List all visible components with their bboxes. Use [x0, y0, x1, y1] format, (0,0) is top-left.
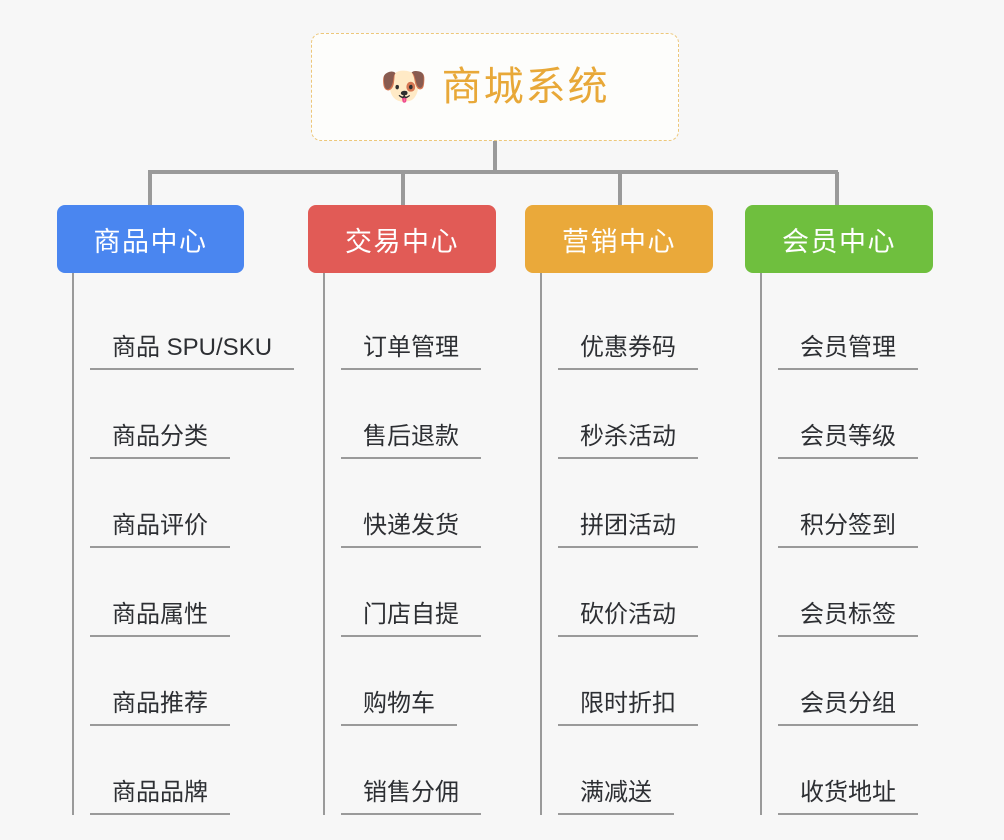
list-item[interactable]: 商品属性 [90, 548, 294, 637]
branch-marketing-center: 营销中心 优惠券码 秒杀活动 拼团活动 砍价活动 限时折扣 满减送 [525, 205, 713, 815]
list-item[interactable]: 售后退款 [341, 370, 496, 459]
list-item[interactable]: 商品分类 [90, 370, 294, 459]
list-item[interactable]: 会员分组 [778, 637, 933, 726]
leaf-label: 满减送 [558, 778, 674, 815]
leaf-label: 商品评价 [90, 511, 230, 548]
list-item[interactable]: 秒杀活动 [558, 370, 713, 459]
leaf-label: 秒杀活动 [558, 422, 698, 459]
list-item[interactable]: 购物车 [341, 637, 496, 726]
leaf-label: 售后退款 [341, 422, 481, 459]
leaf-label: 商品品牌 [90, 778, 230, 815]
list-item[interactable]: 会员管理 [778, 281, 933, 370]
list-item[interactable]: 满减送 [558, 726, 713, 815]
branch-trade-center: 交易中心 订单管理 售后退款 快递发货 门店自提 购物车 销售分佣 [308, 205, 496, 815]
list-item[interactable]: 积分签到 [778, 459, 933, 548]
branch-product-center: 商品中心 商品 SPU/SKU 商品分类 商品评价 商品属性 商品推荐 商品品牌 [57, 205, 295, 815]
branch-header-label: 商品中心 [93, 226, 208, 257]
root-node[interactable]: 🐶 商城系统 [311, 33, 679, 141]
list-item[interactable]: 拼团活动 [558, 459, 713, 548]
leaf-list-3: 会员管理 会员等级 积分签到 会员标签 会员分组 收货地址 [760, 273, 933, 815]
leaf-label: 优惠券码 [558, 333, 698, 370]
leaf-list-2: 优惠券码 秒杀活动 拼团活动 砍价活动 限时折扣 满减送 [540, 273, 713, 815]
list-item[interactable]: 砍价活动 [558, 548, 713, 637]
leaf-label: 会员分组 [778, 689, 918, 726]
branch-header-label: 营销中心 [562, 226, 676, 257]
list-item[interactable]: 限时折扣 [558, 637, 713, 726]
leaf-label: 拼团活动 [558, 511, 698, 548]
leaf-label: 商品分类 [90, 422, 230, 459]
branch-header-3[interactable]: 会员中心 [745, 205, 933, 273]
list-item[interactable]: 商品 SPU/SKU [90, 281, 295, 370]
list-item[interactable]: 门店自提 [341, 548, 496, 637]
leaf-label: 商品 SPU/SKU [90, 333, 295, 370]
leaf-label: 门店自提 [341, 600, 481, 637]
list-item[interactable]: 会员标签 [778, 548, 933, 637]
leaf-list-0: 商品 SPU/SKU 商品分类 商品评价 商品属性 商品推荐 商品品牌 [72, 273, 295, 815]
list-item[interactable]: 销售分佣 [341, 726, 496, 815]
leaf-label: 快递发货 [341, 511, 481, 548]
list-item[interactable]: 订单管理 [341, 281, 496, 370]
list-item[interactable]: 优惠券码 [558, 281, 713, 370]
leaf-label: 商品属性 [90, 600, 230, 637]
branch-header-0[interactable]: 商品中心 [57, 205, 244, 273]
list-item[interactable]: 商品推荐 [90, 637, 294, 726]
leaf-label: 订单管理 [341, 333, 481, 370]
branch-member-center: 会员中心 会员管理 会员等级 积分签到 会员标签 会员分组 收货地址 [745, 205, 933, 815]
branch-header-1[interactable]: 交易中心 [308, 205, 496, 273]
list-item[interactable]: 商品评价 [90, 459, 294, 548]
leaf-label: 积分签到 [778, 511, 918, 548]
leaf-label: 商品推荐 [90, 689, 230, 726]
list-item[interactable]: 商品品牌 [90, 726, 294, 815]
branch-header-label: 交易中心 [345, 226, 459, 257]
leaf-label: 销售分佣 [341, 778, 481, 815]
leaf-label: 限时折扣 [558, 689, 698, 726]
list-item[interactable]: 收货地址 [778, 726, 933, 815]
leaf-label: 会员等级 [778, 422, 918, 459]
branch-header-2[interactable]: 营销中心 [525, 205, 713, 273]
shiba-inu-dog-face-icon: 🐶 [380, 66, 428, 108]
branch-header-label: 会员中心 [782, 226, 896, 257]
leaf-label: 会员标签 [778, 600, 918, 637]
leaf-label: 会员管理 [778, 333, 918, 370]
list-item[interactable]: 会员等级 [778, 370, 933, 459]
leaf-label: 收货地址 [778, 778, 918, 815]
root-title: 商城系统 [441, 65, 610, 109]
leaf-label: 购物车 [341, 689, 457, 726]
leaf-label: 砍价活动 [558, 600, 698, 637]
leaf-list-1: 订单管理 售后退款 快递发货 门店自提 购物车 销售分佣 [323, 273, 496, 815]
list-item[interactable]: 快递发货 [341, 459, 496, 548]
